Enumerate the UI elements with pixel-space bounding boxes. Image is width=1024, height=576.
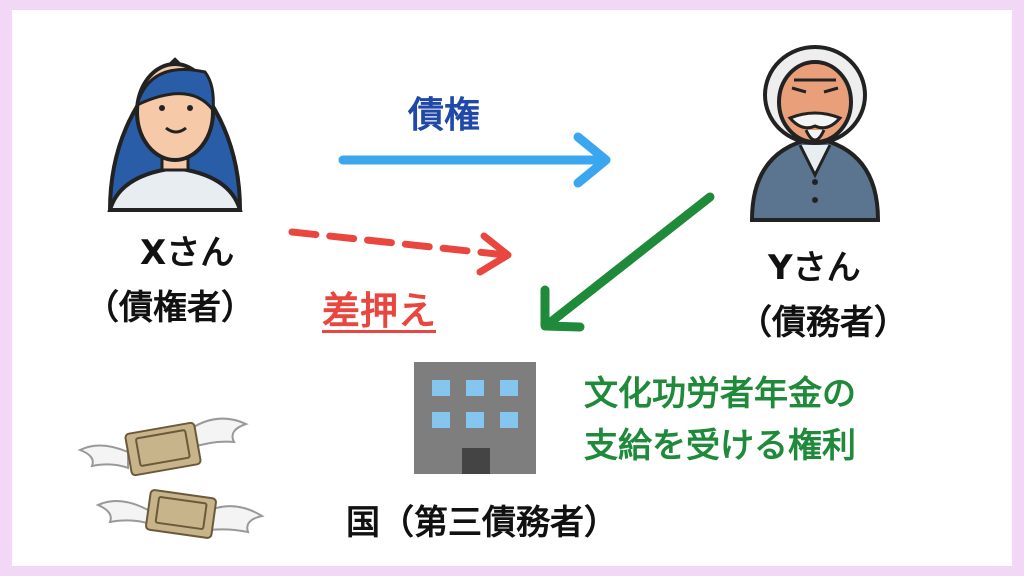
old-man-icon: [749, 45, 881, 222]
seizure-label: 差押え: [322, 289, 437, 333]
creditor-name: Xさん: [140, 233, 235, 273]
creditor-role: （債権者）: [85, 288, 255, 328]
building-icon: [414, 362, 536, 474]
debtor-role: （債務者）: [738, 303, 908, 343]
flying-money-icon: [77, 417, 249, 477]
third-party-label: 国（第三債務者）: [346, 503, 618, 543]
debtor-name: Yさん: [768, 248, 861, 288]
woman-icon: [107, 57, 243, 212]
pension-arrow: [540, 192, 715, 332]
flying-money-icon: [95, 489, 265, 539]
claim-arrow: [338, 132, 611, 188]
claim-label: 債権: [408, 95, 481, 136]
pension-right-line-2: 支給を受ける権利: [584, 426, 856, 466]
seizure-arrow: [288, 228, 512, 276]
pension-right-line-1: 文化功労者年金の: [584, 374, 856, 414]
